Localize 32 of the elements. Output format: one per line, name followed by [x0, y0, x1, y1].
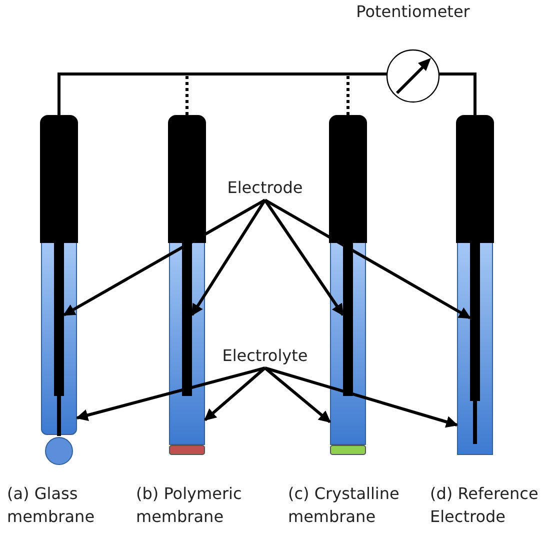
- electrolyte-tube: [169, 240, 205, 445]
- leader-arrow: [264, 198, 472, 320]
- electrolyte-tube: [41, 240, 77, 435]
- polymeric-membrane: [169, 445, 205, 455]
- electrode-cap: [456, 115, 494, 243]
- electrode-wire: [182, 241, 192, 396]
- wire: [439, 72, 476, 115]
- leader-arrow: [76, 366, 266, 422]
- electrode-wire: [470, 241, 480, 444]
- glass-bulb: [45, 437, 73, 465]
- crystalline-membrane: [330, 445, 366, 455]
- leader-arrow: [264, 199, 344, 316]
- wire: [58, 72, 387, 115]
- electrode-cap: [329, 115, 367, 243]
- leader-arrow: [62, 198, 266, 316]
- leader-arrow: [264, 366, 331, 424]
- electrolyte-tube: [457, 240, 493, 455]
- leader-arrow: [264, 366, 458, 428]
- electrode-cap: [168, 115, 206, 243]
- leader-arrow: [190, 199, 266, 316]
- electrode-wire: [54, 241, 64, 436]
- electrode-wire: [343, 241, 353, 396]
- callout-label: Electrolyte: [215, 346, 315, 370]
- electrode-caption: (d) Reference Electrode: [430, 483, 540, 528]
- electrode-caption: (a) Glass membrane: [7, 483, 96, 528]
- leader-arrow: [204, 366, 266, 422]
- electrode-caption: (b) Polymeric membrane: [136, 483, 243, 528]
- callout-label: Electrode: [215, 178, 315, 202]
- electrode-caption: (c) Crystalline membrane: [288, 483, 400, 528]
- electrolyte-tube: [330, 240, 366, 445]
- component-label: Potentiometer: [355, 2, 471, 21]
- electrode-cap: [40, 115, 78, 243]
